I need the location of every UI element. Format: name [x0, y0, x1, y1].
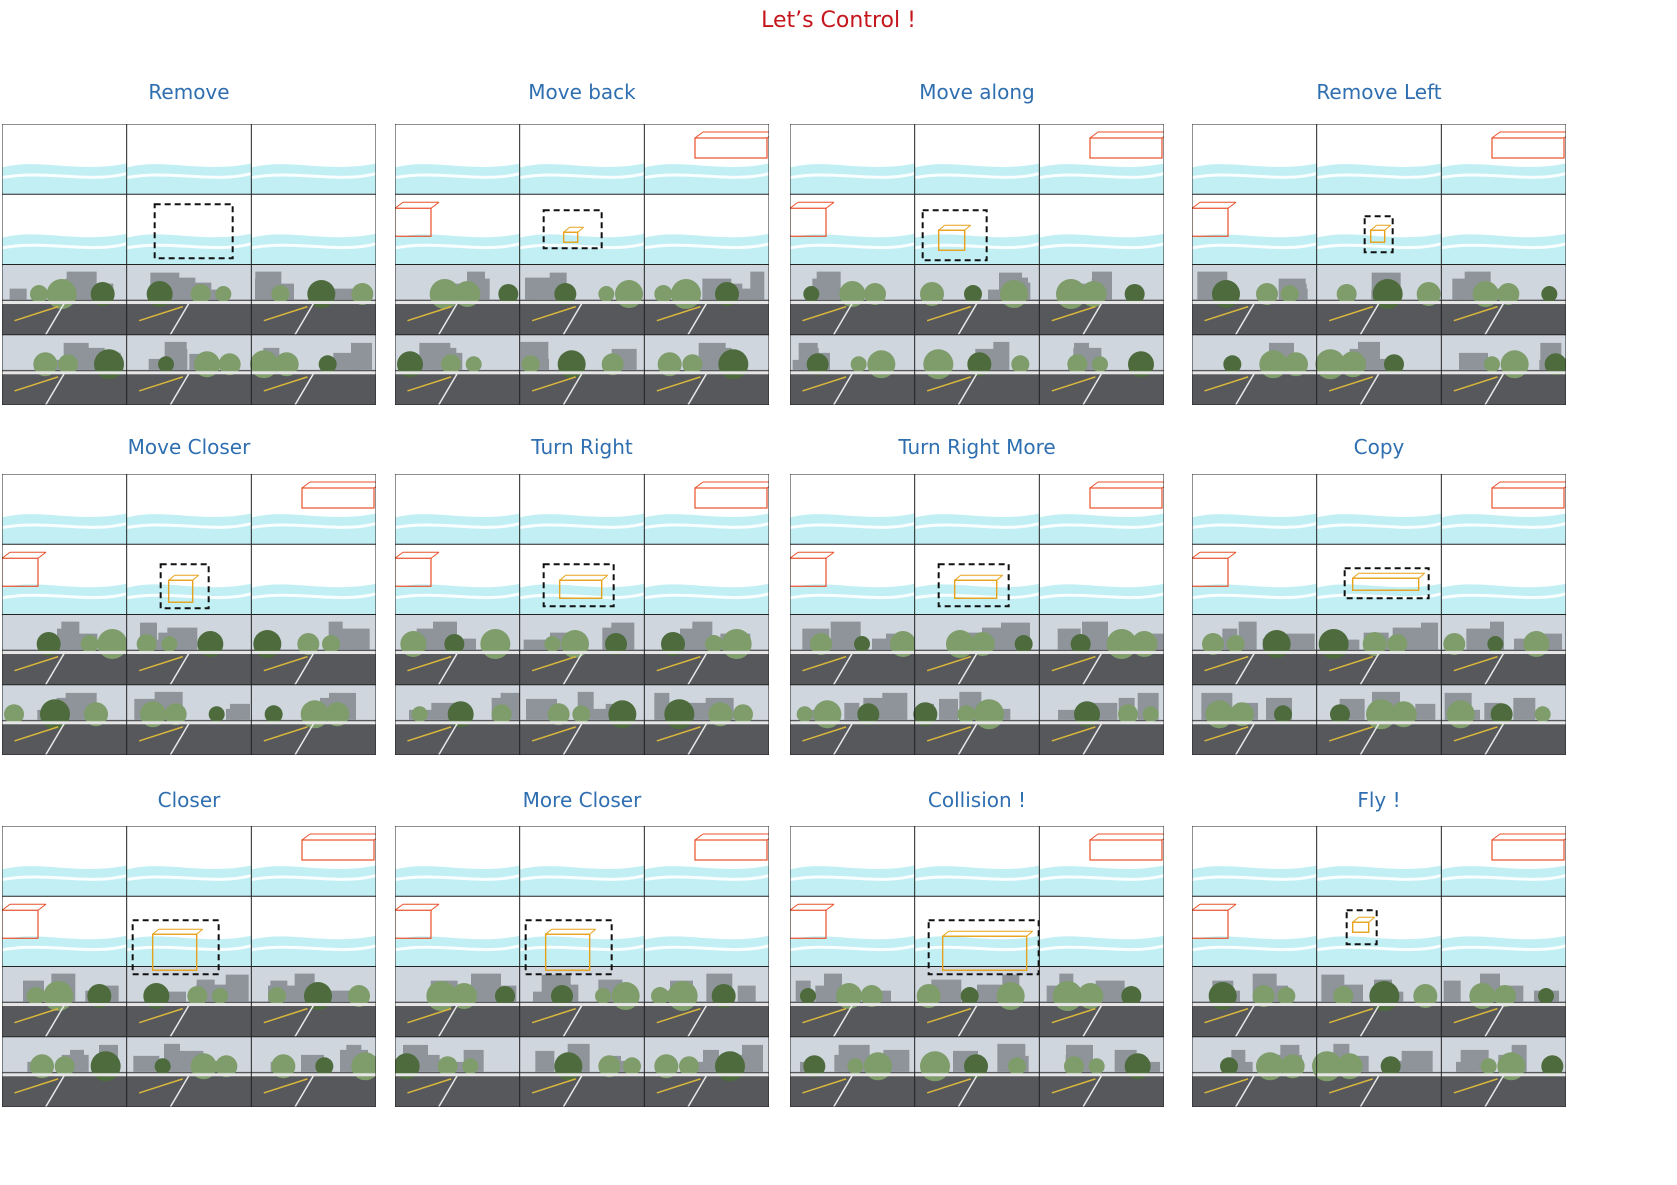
- panel-image-grid: [790, 124, 1164, 405]
- panel-label: Turn Right More: [898, 435, 1056, 459]
- selection-box: [542, 209, 603, 250]
- object-wireframe: [544, 933, 591, 971]
- selection-box: [1345, 909, 1378, 946]
- panel-label: Turn Right: [531, 435, 633, 459]
- object-wireframe: [558, 579, 603, 599]
- object-wireframe: [167, 579, 194, 603]
- object-wireframe: [151, 933, 198, 971]
- object-wireframe: [1369, 229, 1386, 243]
- panel-svg: [2, 124, 376, 405]
- selection-box: [153, 203, 234, 260]
- panel-image-grid: [395, 474, 769, 755]
- panel-svg: [2, 474, 376, 755]
- selection-box: [131, 919, 220, 976]
- panel-image-grid: [2, 124, 376, 405]
- object-wireframe: [937, 229, 966, 251]
- selection-box: [159, 563, 210, 610]
- panel-svg: [790, 124, 1164, 405]
- selection-box: [937, 563, 1010, 608]
- panel-svg: [395, 826, 769, 1107]
- panel-image-grid: [790, 826, 1164, 1107]
- object-wireframe: [941, 935, 1028, 971]
- selection-box: [524, 919, 613, 976]
- panel-image-grid: [395, 124, 769, 405]
- panel-label: Remove Left: [1316, 80, 1442, 104]
- selection-box: [927, 919, 1040, 976]
- panel-image-grid: [1192, 124, 1566, 405]
- panel-image-grid: [1192, 474, 1566, 755]
- selection-box: [542, 563, 615, 608]
- panel-svg: [2, 826, 376, 1107]
- selection-box: [921, 209, 988, 262]
- panel-label: Move Closer: [127, 435, 251, 459]
- panel-label: Move along: [919, 80, 1035, 104]
- object-wireframe: [562, 231, 579, 243]
- page-title: Let’s Control !: [761, 8, 916, 33]
- panel-svg: [395, 474, 769, 755]
- panel-image-grid: [2, 474, 376, 755]
- panel-label: Collision !: [927, 788, 1027, 812]
- object-wireframe: [953, 579, 998, 599]
- panel-label: Fly !: [1357, 788, 1401, 812]
- panel-image-grid: [395, 826, 769, 1107]
- panel-label: Remove: [148, 80, 230, 104]
- panel-svg: [1192, 826, 1566, 1107]
- panel-svg: [790, 826, 1164, 1107]
- object-wireframe: [1351, 921, 1370, 933]
- panel-image-grid: [1192, 826, 1566, 1107]
- panel-label: More Closer: [522, 788, 642, 812]
- panel-svg: [1192, 124, 1566, 405]
- panel-svg: [1192, 474, 1566, 755]
- panel-svg: [790, 474, 1164, 755]
- panel-image-grid: [2, 826, 376, 1107]
- panel-label: Closer: [157, 788, 221, 812]
- panel-svg: [395, 124, 769, 405]
- panel-label: Move back: [528, 80, 636, 104]
- panel-label: Copy: [1353, 435, 1405, 459]
- object-wireframe: [1351, 577, 1420, 591]
- selection-box: [1363, 215, 1394, 254]
- panel-image-grid: [790, 474, 1164, 755]
